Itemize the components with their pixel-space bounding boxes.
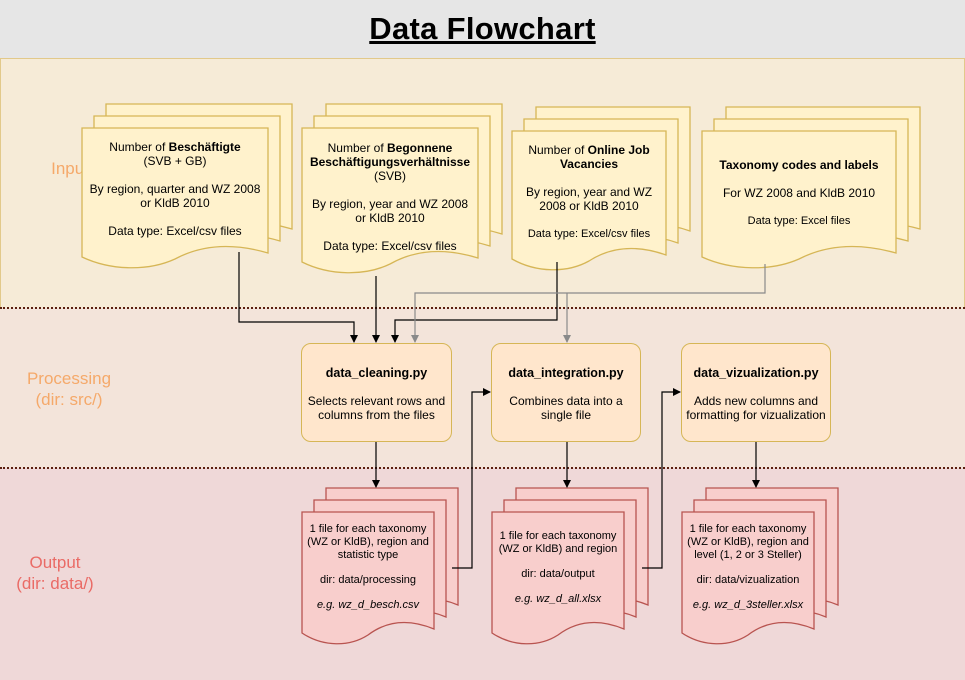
- input-doc-shape: [301, 103, 503, 274]
- output-doc-shape: [491, 487, 649, 645]
- lane-label-input: Input: [51, 159, 89, 178]
- flow-arrow: [391, 262, 558, 343]
- diagram-title: Data Flowchart: [369, 11, 596, 46]
- input-doc-shape: [81, 103, 293, 269]
- process-data-cleaning: data_cleaning.py Selects relevant rows a…: [301, 343, 452, 442]
- output-doc-processing: 1 file for each taxonomy (WZ or KldB), r…: [307, 523, 429, 611]
- input-doc-employees: Number of Beschäftigte (SVB + GB) By reg…: [89, 140, 261, 238]
- lane-label-output: Output(dir: data/): [16, 553, 94, 593]
- lane-divider: [0, 307, 965, 309]
- flow-arrow: [411, 264, 766, 343]
- output-doc-output: 1 file for each taxonomy (WZ or KldB) an…: [498, 530, 618, 605]
- output-doc-shape: [681, 487, 839, 645]
- output-doc-vizualization: 1 file for each taxonomy (WZ or KldB), r…: [687, 523, 809, 611]
- lane-label-processing: Processing(dir: src/): [26, 369, 112, 409]
- flow-arrow: [642, 388, 681, 569]
- process-data-vizualization: data_vizualization.py Adds new columns a…: [681, 343, 831, 442]
- flow-arrow: [452, 388, 491, 569]
- lane-divider: [0, 467, 965, 469]
- input-doc-shape: [701, 106, 921, 269]
- input-doc-shape: [511, 106, 691, 271]
- flow-arrow: [238, 252, 358, 343]
- output-doc-shape: [301, 487, 459, 645]
- process-data-integration: data_integration.py Combines data into a…: [491, 343, 641, 442]
- input-doc-online-job-vacancies: Number of Online Job Vacancies By region…: [525, 143, 653, 240]
- input-doc-taxonomy: Taxonomy codes and labels For WZ 2008 an…: [719, 158, 879, 227]
- input-doc-started-employment: Number of Begonnene Beschäftigungsverhäl…: [309, 141, 471, 253]
